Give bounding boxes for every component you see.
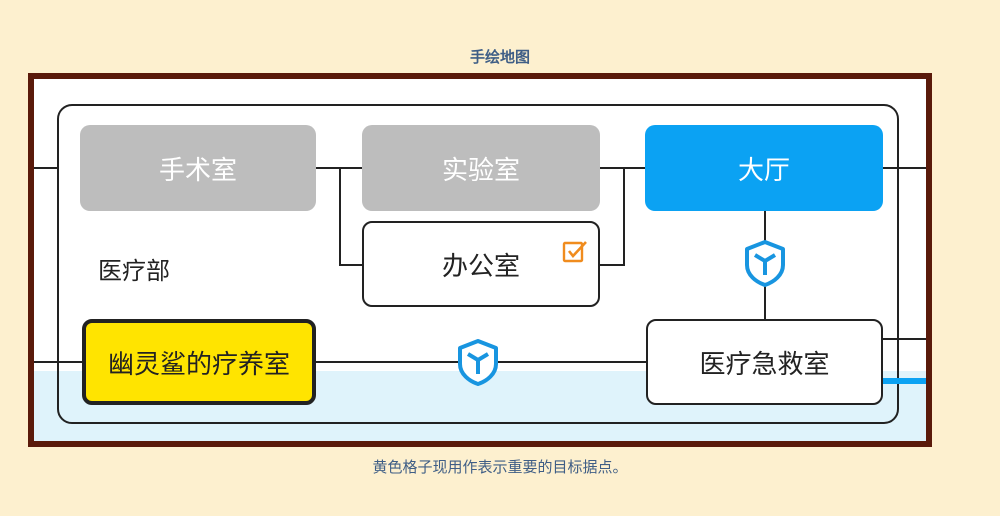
hand-drawn-map: 手术室 实验室 大厅 办公室 医疗部 幽灵鲨的疗养室 医疗急救室	[28, 73, 932, 447]
room-surgery-label: 手术室	[158, 155, 237, 186]
room-ghost-shark-recovery-label: 幽灵鲨的疗养室	[107, 349, 290, 380]
room-surgery[interactable]: 手术室	[80, 125, 316, 211]
room-office-label: 办公室	[441, 251, 520, 282]
room-emergency[interactable]: 医疗急救室	[646, 319, 883, 405]
corridor-office-hall	[600, 168, 625, 266]
room-emergency-label: 医疗急救室	[699, 349, 830, 380]
corridor-to-office	[339, 168, 362, 266]
room-ghost-shark-recovery[interactable]: 幽灵鲨的疗养室	[82, 319, 316, 405]
map-caption: 黄色格子现用作表示重要的目标据点。	[372, 458, 628, 476]
shield-icon	[458, 339, 498, 386]
room-hall[interactable]: 大厅	[645, 125, 883, 211]
room-office[interactable]: 办公室	[362, 221, 600, 307]
room-lab-label: 实验室	[441, 155, 520, 186]
page-title: 手绘地图	[469, 48, 530, 66]
room-hall-label: 大厅	[737, 155, 790, 186]
department-outline	[57, 104, 899, 424]
department-label: 医疗部	[98, 257, 170, 285]
room-lab[interactable]: 实验室	[362, 125, 600, 211]
shield-icon	[745, 240, 785, 287]
checkbox-icon	[562, 241, 587, 263]
